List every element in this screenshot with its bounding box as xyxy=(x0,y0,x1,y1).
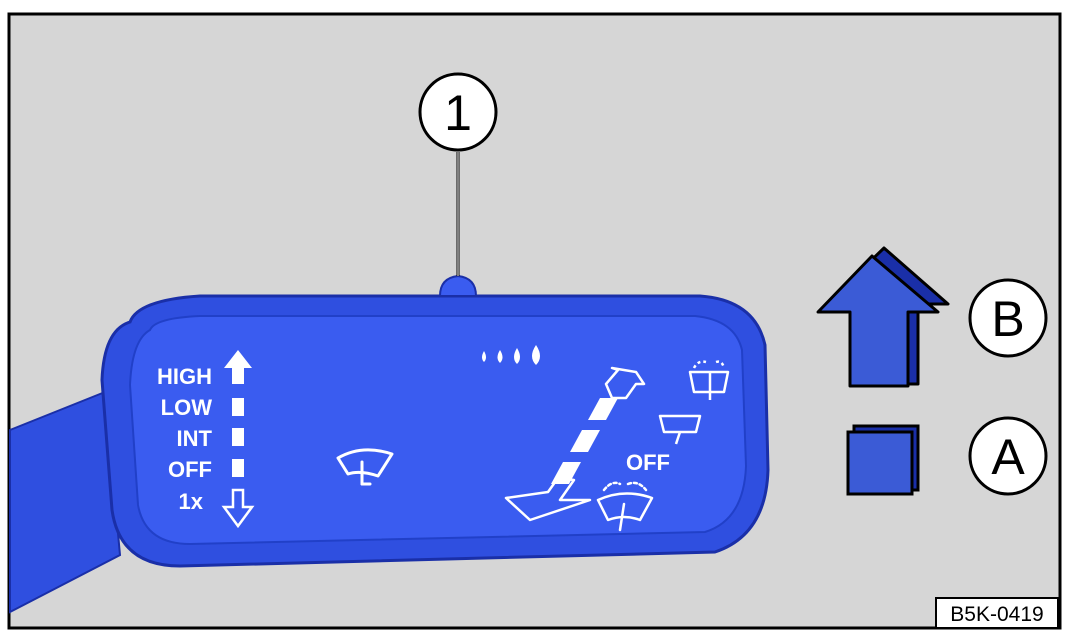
label-off: OFF xyxy=(168,457,212,482)
arrow-up-icon xyxy=(224,350,252,384)
arrow-down-outline-icon xyxy=(504,476,592,522)
position-bar xyxy=(232,459,244,477)
front-wiper-icon xyxy=(336,448,394,486)
label-rear-off: OFF xyxy=(626,450,670,475)
callout-1-label: 1 xyxy=(444,85,472,141)
position-bar xyxy=(232,398,244,416)
stalk-knob xyxy=(438,274,478,297)
rear-wiper-washer-icon xyxy=(596,481,654,532)
callout-1: 1 xyxy=(418,72,498,276)
stalk-face xyxy=(128,315,748,546)
callout-a: A xyxy=(968,416,1048,496)
callout-b: B xyxy=(968,278,1048,358)
push-up-arrow-icon xyxy=(816,246,950,388)
arrow-down-outline-icon xyxy=(221,488,255,529)
rear-wiper-track xyxy=(504,366,646,522)
rain-drops-icon xyxy=(482,345,540,365)
label-1x: 1x xyxy=(179,489,204,514)
stalk-arm xyxy=(9,390,122,614)
callout-a-label: A xyxy=(991,429,1025,485)
rear-washer-icon xyxy=(688,360,730,400)
position-bar xyxy=(232,428,244,446)
label-high: HIGH xyxy=(157,364,212,389)
rear-wiper-icon xyxy=(658,414,702,445)
callout-b-label: B xyxy=(991,291,1024,347)
figure-code: B5K-0419 xyxy=(935,597,1059,629)
label-int: INT xyxy=(177,426,213,451)
square-button-icon xyxy=(846,424,920,496)
label-low: LOW xyxy=(161,395,213,420)
figure-code-label: B5K-0419 xyxy=(950,603,1043,626)
arrow-up-outline-icon xyxy=(604,366,646,400)
wiper-stalk xyxy=(100,274,770,568)
